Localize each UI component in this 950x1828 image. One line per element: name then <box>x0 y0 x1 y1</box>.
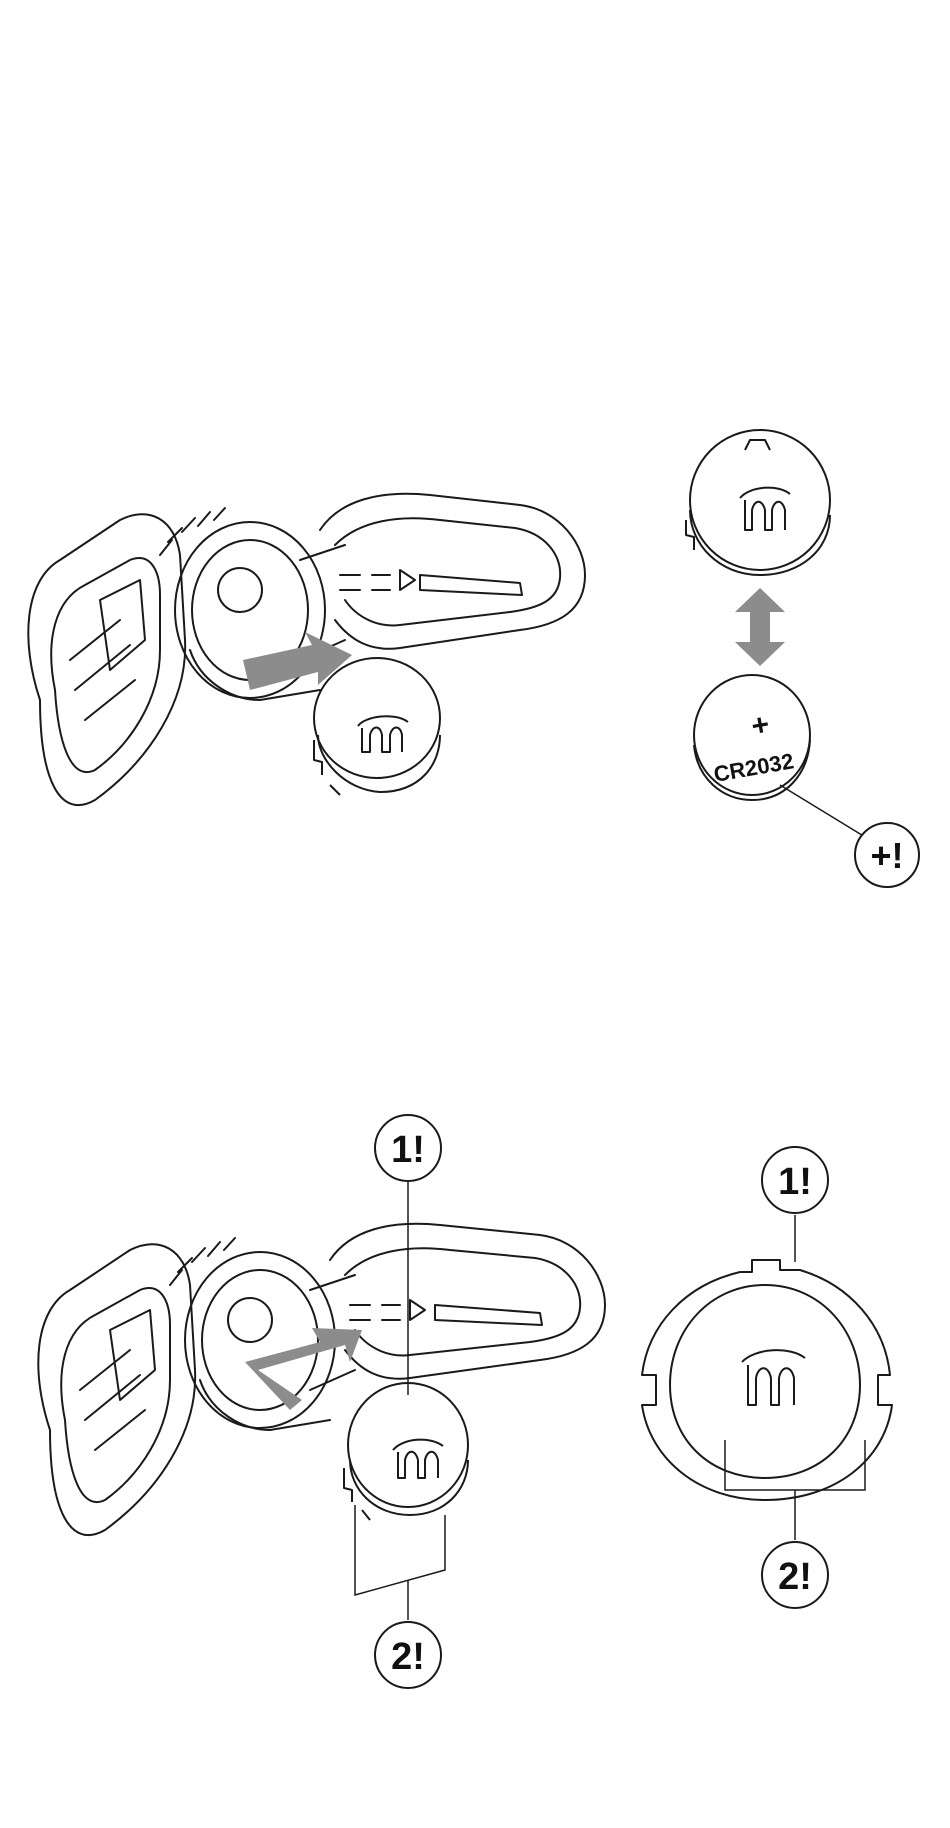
callout-top-right-label: 1! <box>778 1161 812 1203</box>
callout-bottom-right: 2! <box>762 1542 828 1608</box>
coin-cell-battery-icon: + CR2032 <box>694 675 810 800</box>
battery-cover-removed <box>686 430 830 575</box>
m-logo-icon <box>740 488 790 530</box>
insert-arrow-icon <box>245 1328 362 1410</box>
battery-cover-front-view <box>642 1260 892 1500</box>
callout-top-left: 1! <box>375 1115 441 1181</box>
alignment-guide-left <box>355 1180 445 1620</box>
callout-top-left-label: 1! <box>391 1129 425 1171</box>
m-logo-icon <box>344 1383 468 1520</box>
step2-group: 1! 2! 1! 2! <box>38 1115 892 1688</box>
insert-arrow-icon <box>243 632 352 690</box>
callout-polarity-label: +! <box>870 835 903 876</box>
alignment-guide-right <box>725 1215 865 1540</box>
battery-polarity: + <box>749 708 772 744</box>
callout-top-right: 1! <box>762 1147 828 1213</box>
callout-polarity: +! <box>855 823 919 887</box>
step1-group: + CR2032 +! <box>28 430 919 887</box>
double-arrow-icon <box>735 588 785 666</box>
battery-model-label: CR2032 <box>712 748 796 787</box>
m-logo-icon <box>742 1350 805 1405</box>
controller-body-step2 <box>38 1224 605 1535</box>
callout-bottom-left: 2! <box>375 1622 441 1688</box>
leader-line <box>780 785 870 840</box>
m-logo-icon <box>314 658 440 795</box>
callout-bottom-left-label: 2! <box>391 1636 425 1678</box>
callout-bottom-right-label: 2! <box>778 1556 812 1598</box>
